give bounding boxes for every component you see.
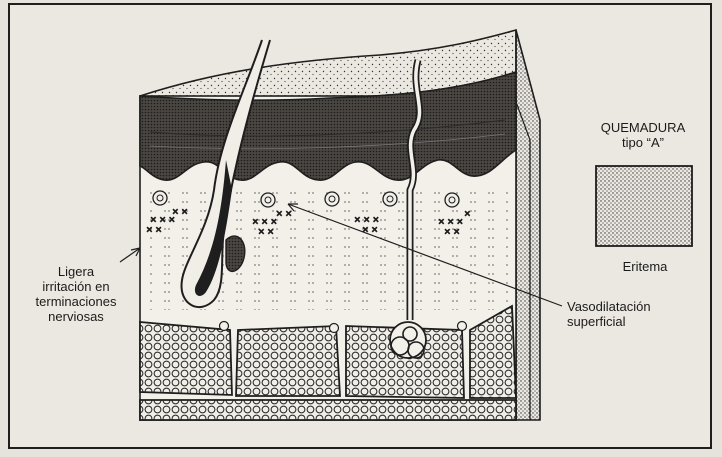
vasodilation-label: Vasodilatación superficial (567, 299, 687, 329)
svg-text:× × ×: × × × (354, 215, 379, 224)
burn-type-label: tipo “A” (578, 135, 708, 150)
svg-text:×: × (464, 209, 471, 218)
svg-text:× ×: × × (276, 209, 292, 218)
svg-text:× ×: × × (444, 227, 460, 236)
svg-text:× ×: × × (258, 227, 274, 236)
block-side-face (516, 30, 540, 420)
svg-text:× × ×: × × × (150, 215, 175, 224)
svg-text:× ×: × × (146, 225, 162, 234)
svg-text:× × ×: × × × (252, 217, 277, 226)
burn-sample-swatch (596, 166, 692, 246)
erythema-label: Eritema (600, 259, 690, 274)
svg-text:× × ×: × × × (438, 217, 463, 226)
svg-text:× ×: × × (172, 207, 188, 216)
burn-title: QUEMADURA (578, 120, 708, 135)
irritation-label: Ligera irritación en terminaciones nervi… (20, 264, 132, 324)
